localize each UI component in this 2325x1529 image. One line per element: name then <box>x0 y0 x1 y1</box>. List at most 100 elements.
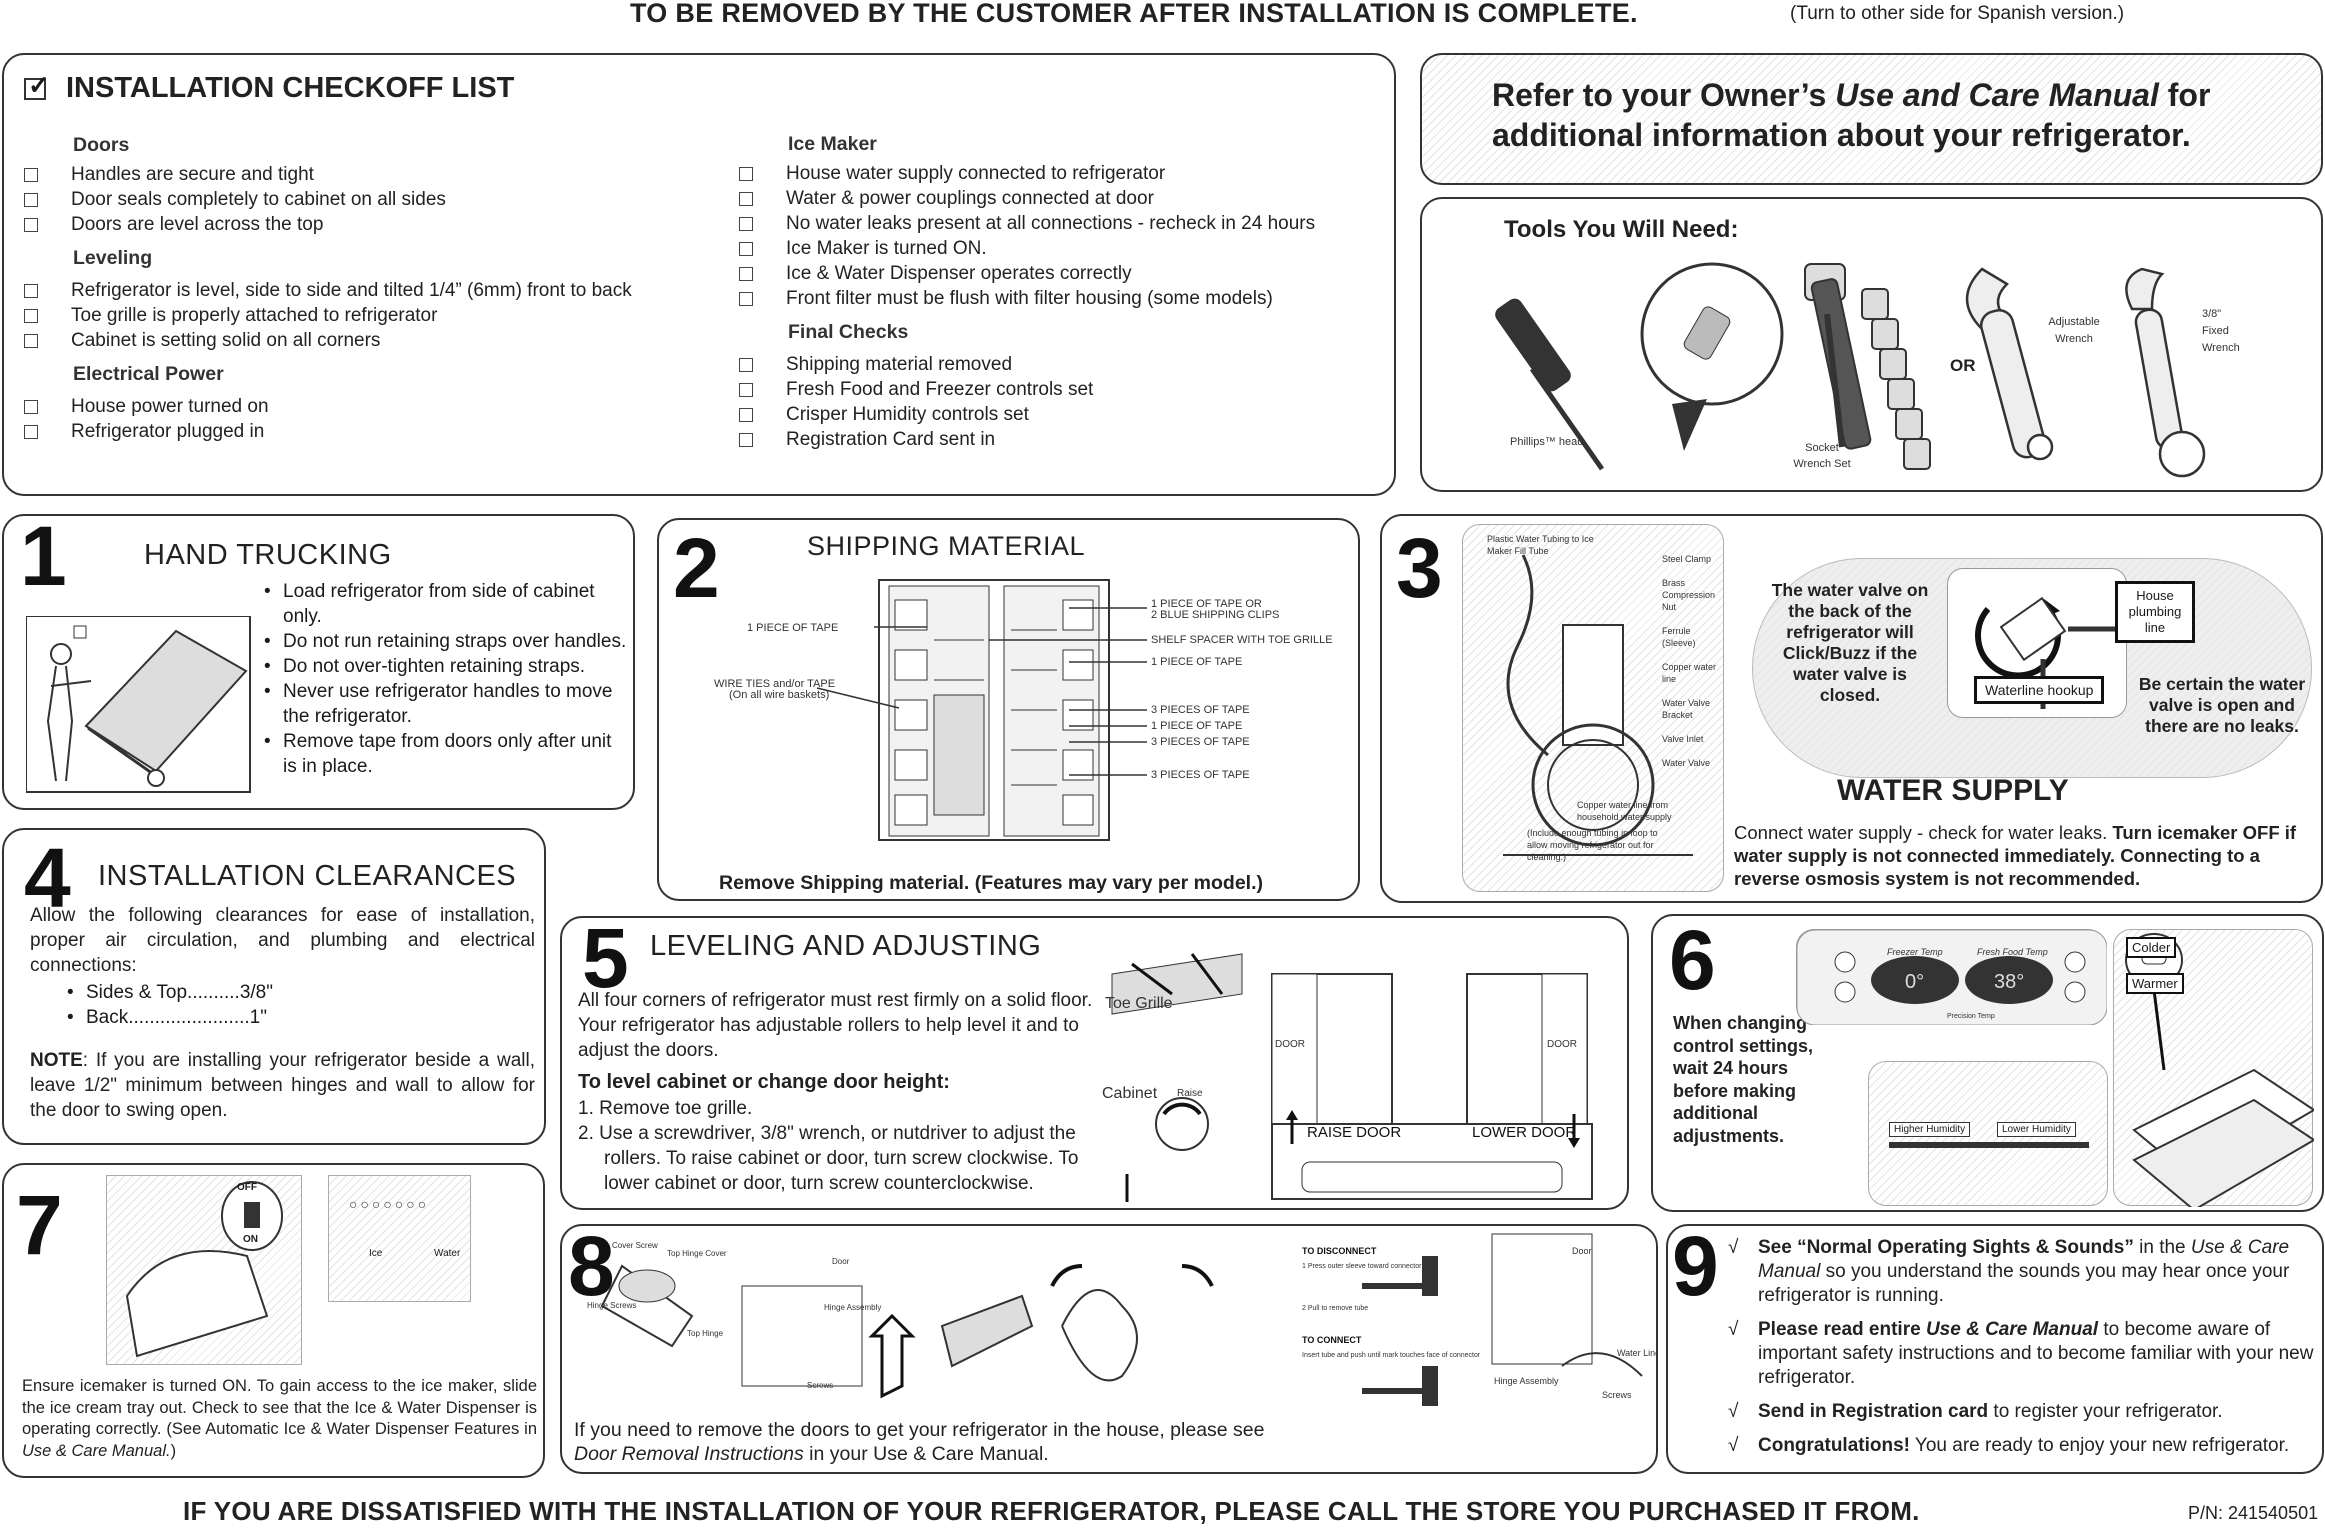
checkbox[interactable] <box>24 308 38 323</box>
checkbox[interactable] <box>24 399 38 414</box>
item-label: Ice & Water Dispenser operates correctly <box>786 262 1132 284</box>
spanish-note: (Turn to other side for Spanish version.… <box>1790 3 2125 24</box>
fixed-wrench-icon <box>2125 267 2206 478</box>
checkbox[interactable] <box>24 283 38 298</box>
checklist-item[interactable]: Toe grille is properly attached to refri… <box>24 303 704 328</box>
freezer-temp-label: Freezer Temp <box>1887 947 1943 957</box>
clips-label-2: 2 BLUE SHIPPING CLIPS <box>1151 609 1279 621</box>
diagram-label: Water Valve <box>1662 758 1711 768</box>
door-removal-text-b: in your Use & Care Manual. <box>803 1443 1049 1465</box>
warmer-label: Warmer <box>2126 973 2184 994</box>
screws-label: Screws <box>807 1381 833 1390</box>
checklist-item[interactable]: Front filter must be flush with filter h… <box>739 286 1379 311</box>
refer-panel: Refer to your Owner’s Use and Care Manua… <box>1420 53 2323 185</box>
checklist-item[interactable]: Door seals completely to cabinet on all … <box>24 187 704 212</box>
checkbox[interactable] <box>739 191 753 206</box>
tape-label: 1 PIECE OF TAPE <box>1151 720 1242 732</box>
checkbox[interactable] <box>739 432 753 447</box>
valve-click-note: The water valve on the back of the refri… <box>1771 580 1929 705</box>
checkbox[interactable] <box>24 424 38 439</box>
checklist-item[interactable]: House water supply connected to refriger… <box>739 161 1379 186</box>
item-label: House water supply connected to refriger… <box>786 162 1166 184</box>
section-number: 6 <box>1669 914 1716 1007</box>
checkbox[interactable] <box>739 291 753 306</box>
diagram-label: Plastic Water Tubing to Ice Maker Fill T… <box>1487 534 1594 556</box>
section-7-icemaker: 7 OFF ON ○○○○○○○ Ice Water Ensure icemak… <box>2 1163 545 1478</box>
checklist-item[interactable]: Registration Card sent in <box>739 427 1379 452</box>
final-step-bold: Send in Registration card <box>1758 1401 1989 1422</box>
ice-label: Ice <box>369 1248 383 1259</box>
bullet-item: Sides & Top..........3/8" <box>62 980 273 1005</box>
checkbox[interactable] <box>24 333 38 348</box>
checklist-item[interactable]: Ice Maker is turned ON. <box>739 236 1379 261</box>
checklist-item[interactable]: Handles are secure and tight <box>24 162 704 187</box>
final-step-bold: See “Normal Operating Sights & Sounds” <box>1758 1237 2134 1258</box>
checkbox[interactable] <box>24 167 38 182</box>
fixed-label-3: Wrench <box>2202 342 2240 354</box>
checklist-item[interactable]: Ice & Water Dispenser operates correctly <box>739 261 1379 286</box>
checkbox[interactable] <box>739 407 753 422</box>
phillips-label: Phillips™ head <box>1510 436 1583 448</box>
refer-line1-end: for <box>2158 77 2211 113</box>
leveling-steps: 1. Remove toe grille. 2. Use a screwdriv… <box>578 1096 1098 1196</box>
step-item: 2. Use a screwdriver, 3/8" wrench, or nu… <box>578 1123 1079 1194</box>
checkbox[interactable] <box>24 192 38 207</box>
diagram-label: Valve Inlet <box>1662 734 1704 744</box>
note-text: : If you are installing your refrigerato… <box>30 1050 535 1121</box>
hinge-assembly-label-2: Hinge Assembly <box>1494 1376 1559 1386</box>
door-label-small-2: Door <box>1572 1246 1592 1256</box>
checkbox[interactable] <box>739 216 753 231</box>
item-label: Shipping material removed <box>786 353 1013 375</box>
checklist-item[interactable]: No water leaks present at all connection… <box>739 211 1379 236</box>
section-3-water-supply: 3 Plastic Water Tubing to Ice Maker Fill… <box>1380 514 2323 903</box>
hinge-screws-label: Hinge Screws <box>587 1301 636 1310</box>
checklist-item[interactable]: Refrigerator plugged in <box>24 419 704 444</box>
higher-humidity-label: Higher Humidity <box>1889 1122 1971 1137</box>
hand-truck-illustration <box>26 616 251 793</box>
checklist-item[interactable]: Refrigerator is level, side to side and … <box>24 278 704 303</box>
item-label: Water & power couplings connected at doo… <box>786 187 1154 209</box>
checkbox[interactable] <box>24 217 38 232</box>
checklist-item[interactable]: Doors are level across the top <box>24 212 704 237</box>
final-step-text: You are ready to enjoy your new refriger… <box>1910 1435 2290 1456</box>
valve-open-note: Be certain the water valve is open and t… <box>2138 674 2306 736</box>
item-label: Front filter must be flush with filter h… <box>786 287 1273 309</box>
checklist-item[interactable]: House power turned on <box>24 394 704 419</box>
final-step-text: to register your refrigerator. <box>1988 1401 2223 1422</box>
item-label: No water leaks present at all connection… <box>786 212 1316 234</box>
house-plumbing-label: House plumbing line <box>2115 581 2195 643</box>
checklist-item[interactable]: Crisper Humidity controls set <box>739 402 1379 427</box>
socket-label: Socket <box>1805 442 1839 454</box>
checklist-item[interactable]: Cabinet is setting solid on all corners <box>24 328 704 353</box>
checkbox[interactable] <box>739 382 753 397</box>
checkbox[interactable] <box>739 166 753 181</box>
leveling-illustration: Toe Grille Cabinet Raise DOOR DOOR RAISE… <box>1102 936 1593 1204</box>
leveling-body: All four corners of refrigerator must re… <box>578 990 1093 1061</box>
checkbox[interactable] <box>739 357 753 372</box>
checkbox[interactable] <box>739 241 753 256</box>
freezer-up-button <box>1834 951 1856 973</box>
item-label: Registration Card sent in <box>786 428 996 450</box>
or-label: OR <box>1950 356 1976 375</box>
section-title: INSTALLATION CLEARANCES <box>98 860 517 892</box>
top-hinge-cover-label: Top Hinge Cover <box>667 1249 727 1258</box>
checkmark-box-icon: ✓ <box>24 72 50 100</box>
water-valve-diagram: Plastic Water Tubing to Ice Maker Fill T… <box>1462 524 1724 892</box>
cover-screw-label: Cover Screw <box>612 1241 658 1250</box>
refer-text: Refer to your Owner’s Use and Care Manua… <box>1492 75 2210 155</box>
colder-label: Colder <box>2126 937 2177 958</box>
leveling-subhead: To level cabinet or change door height: <box>578 1071 950 1093</box>
final-step-manual-ref: Use & Care Manual <box>1758 1237 2290 1282</box>
item-label: Fresh Food and Freezer controls set <box>786 378 1094 400</box>
checkbox[interactable] <box>739 266 753 281</box>
section-title: LEVELING AND ADJUSTING <box>650 930 1042 962</box>
checklist-item[interactable]: Fresh Food and Freezer controls set <box>739 377 1379 402</box>
humidity-slider[interactable] <box>1889 1142 2089 1148</box>
door-label: DOOR <box>1275 1039 1305 1050</box>
fresh-up-button <box>2064 951 2086 973</box>
checklist-item[interactable]: Water & power couplings connected at doo… <box>739 186 1379 211</box>
checklist-item[interactable]: Shipping material removed <box>739 352 1379 377</box>
diagram-label: Ferrule (Sleeve) <box>1662 626 1696 648</box>
tape-label: 3 PIECES OF TAPE <box>1151 769 1250 781</box>
item-label: House power turned on <box>71 395 269 417</box>
